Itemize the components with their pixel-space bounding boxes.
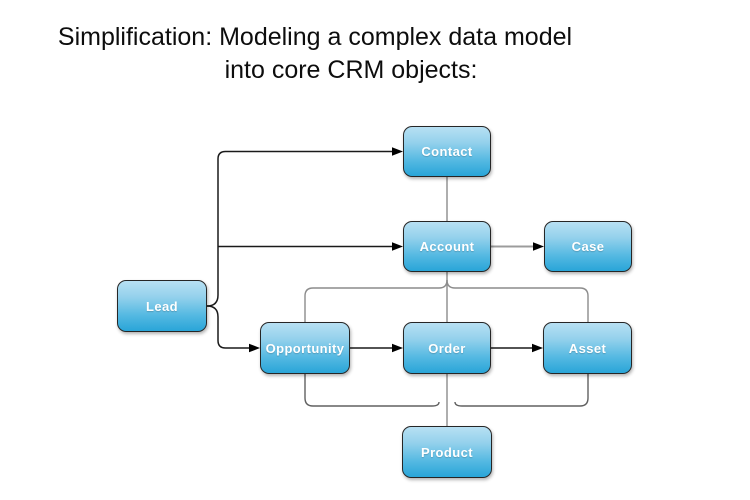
node-order-label: Order: [428, 340, 466, 356]
edge-account-opportunity: [304, 279, 448, 322]
node-account: Account: [403, 221, 491, 272]
node-product-label: Product: [421, 444, 473, 460]
edge-opportunity-product: [304, 374, 440, 407]
node-lead-label: Lead: [146, 298, 178, 314]
edge-asset-product: [454, 374, 589, 407]
arrowhead-contact: [392, 147, 403, 156]
edge-lead-contact: [206, 150, 392, 307]
node-asset-label: Asset: [568, 340, 607, 356]
node-case-label: Case: [571, 239, 605, 254]
title-line-2: into core CRM objects:: [224, 56, 478, 84]
node-case: Case: [544, 221, 632, 272]
node-opportunity: Opportunity: [260, 322, 350, 374]
arrowhead-account: [392, 242, 403, 251]
node-lead: Lead: [117, 280, 207, 332]
title-line-1: Simplification: Modeling a complex data …: [57, 23, 573, 51]
node-account-label: Account: [419, 239, 475, 254]
arrowhead-case: [533, 242, 544, 251]
edge-lead-opportunity: [206, 305, 249, 349]
arrowhead-asset: [532, 343, 543, 353]
node-contact: Contact: [403, 126, 491, 177]
edge-account-asset: [446, 279, 589, 322]
node-asset: Asset: [543, 322, 632, 374]
arrowhead-opportunity: [249, 343, 260, 353]
arrowhead-order: [392, 343, 403, 353]
node-opportunity-label: Opportunity: [265, 340, 345, 356]
node-contact-label: Contact: [421, 144, 473, 159]
slide-title: Simplification: Modeling a complex data …: [0, 21, 630, 87]
node-product: Product: [402, 426, 492, 478]
node-order: Order: [403, 322, 491, 374]
